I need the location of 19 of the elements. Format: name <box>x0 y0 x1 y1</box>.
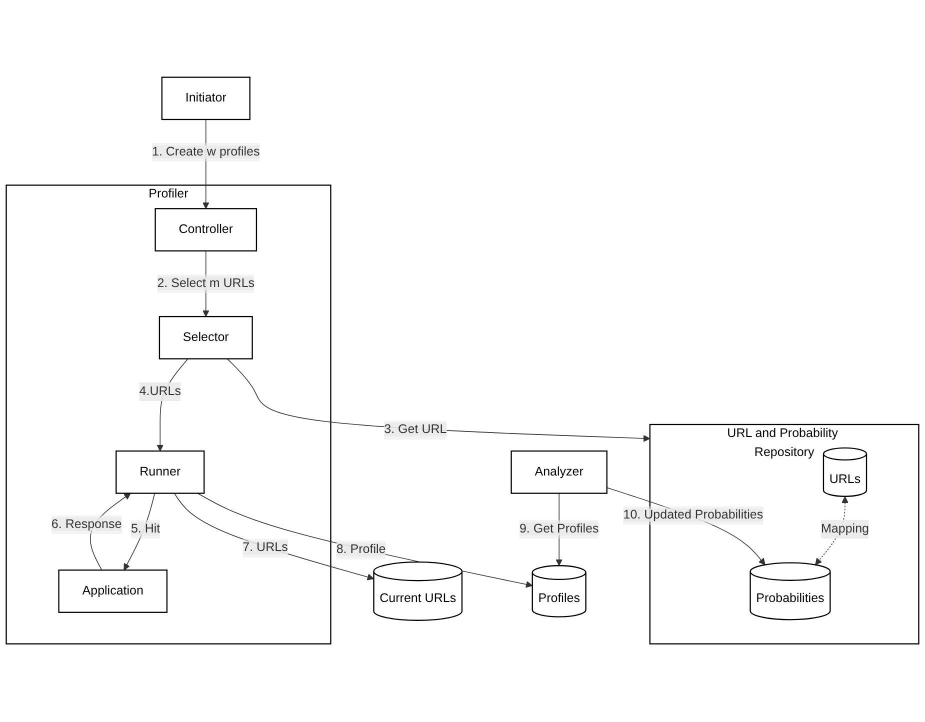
node-box: Analyzer <box>510 450 608 494</box>
edge-label: 7. URLs <box>242 542 288 555</box>
edge-label: 6. Response <box>51 518 122 532</box>
arrow <box>226 358 650 442</box>
edge-label: 3. Get URL <box>384 424 447 437</box>
node-box: Application <box>58 570 168 614</box>
edge-label: 1. Create w profiles <box>152 146 260 160</box>
node-box: Runner <box>116 450 205 494</box>
edge-label: 4.URLs <box>139 385 181 398</box>
edge-label: 8. Profile <box>336 543 386 557</box>
edge-label: 5. Hit <box>130 522 160 536</box>
arrow <box>174 493 374 581</box>
node-box: Initiator <box>161 77 250 121</box>
node-box: Selector <box>158 316 253 360</box>
node-box: Controller <box>154 208 258 252</box>
edge-label: Mapping <box>821 522 869 536</box>
edge-label: 10. Updated Probabilities <box>623 508 764 522</box>
edge-label: 9. Get Profiles <box>519 522 599 536</box>
edge-label: 2. Select m URLs <box>157 277 255 290</box>
